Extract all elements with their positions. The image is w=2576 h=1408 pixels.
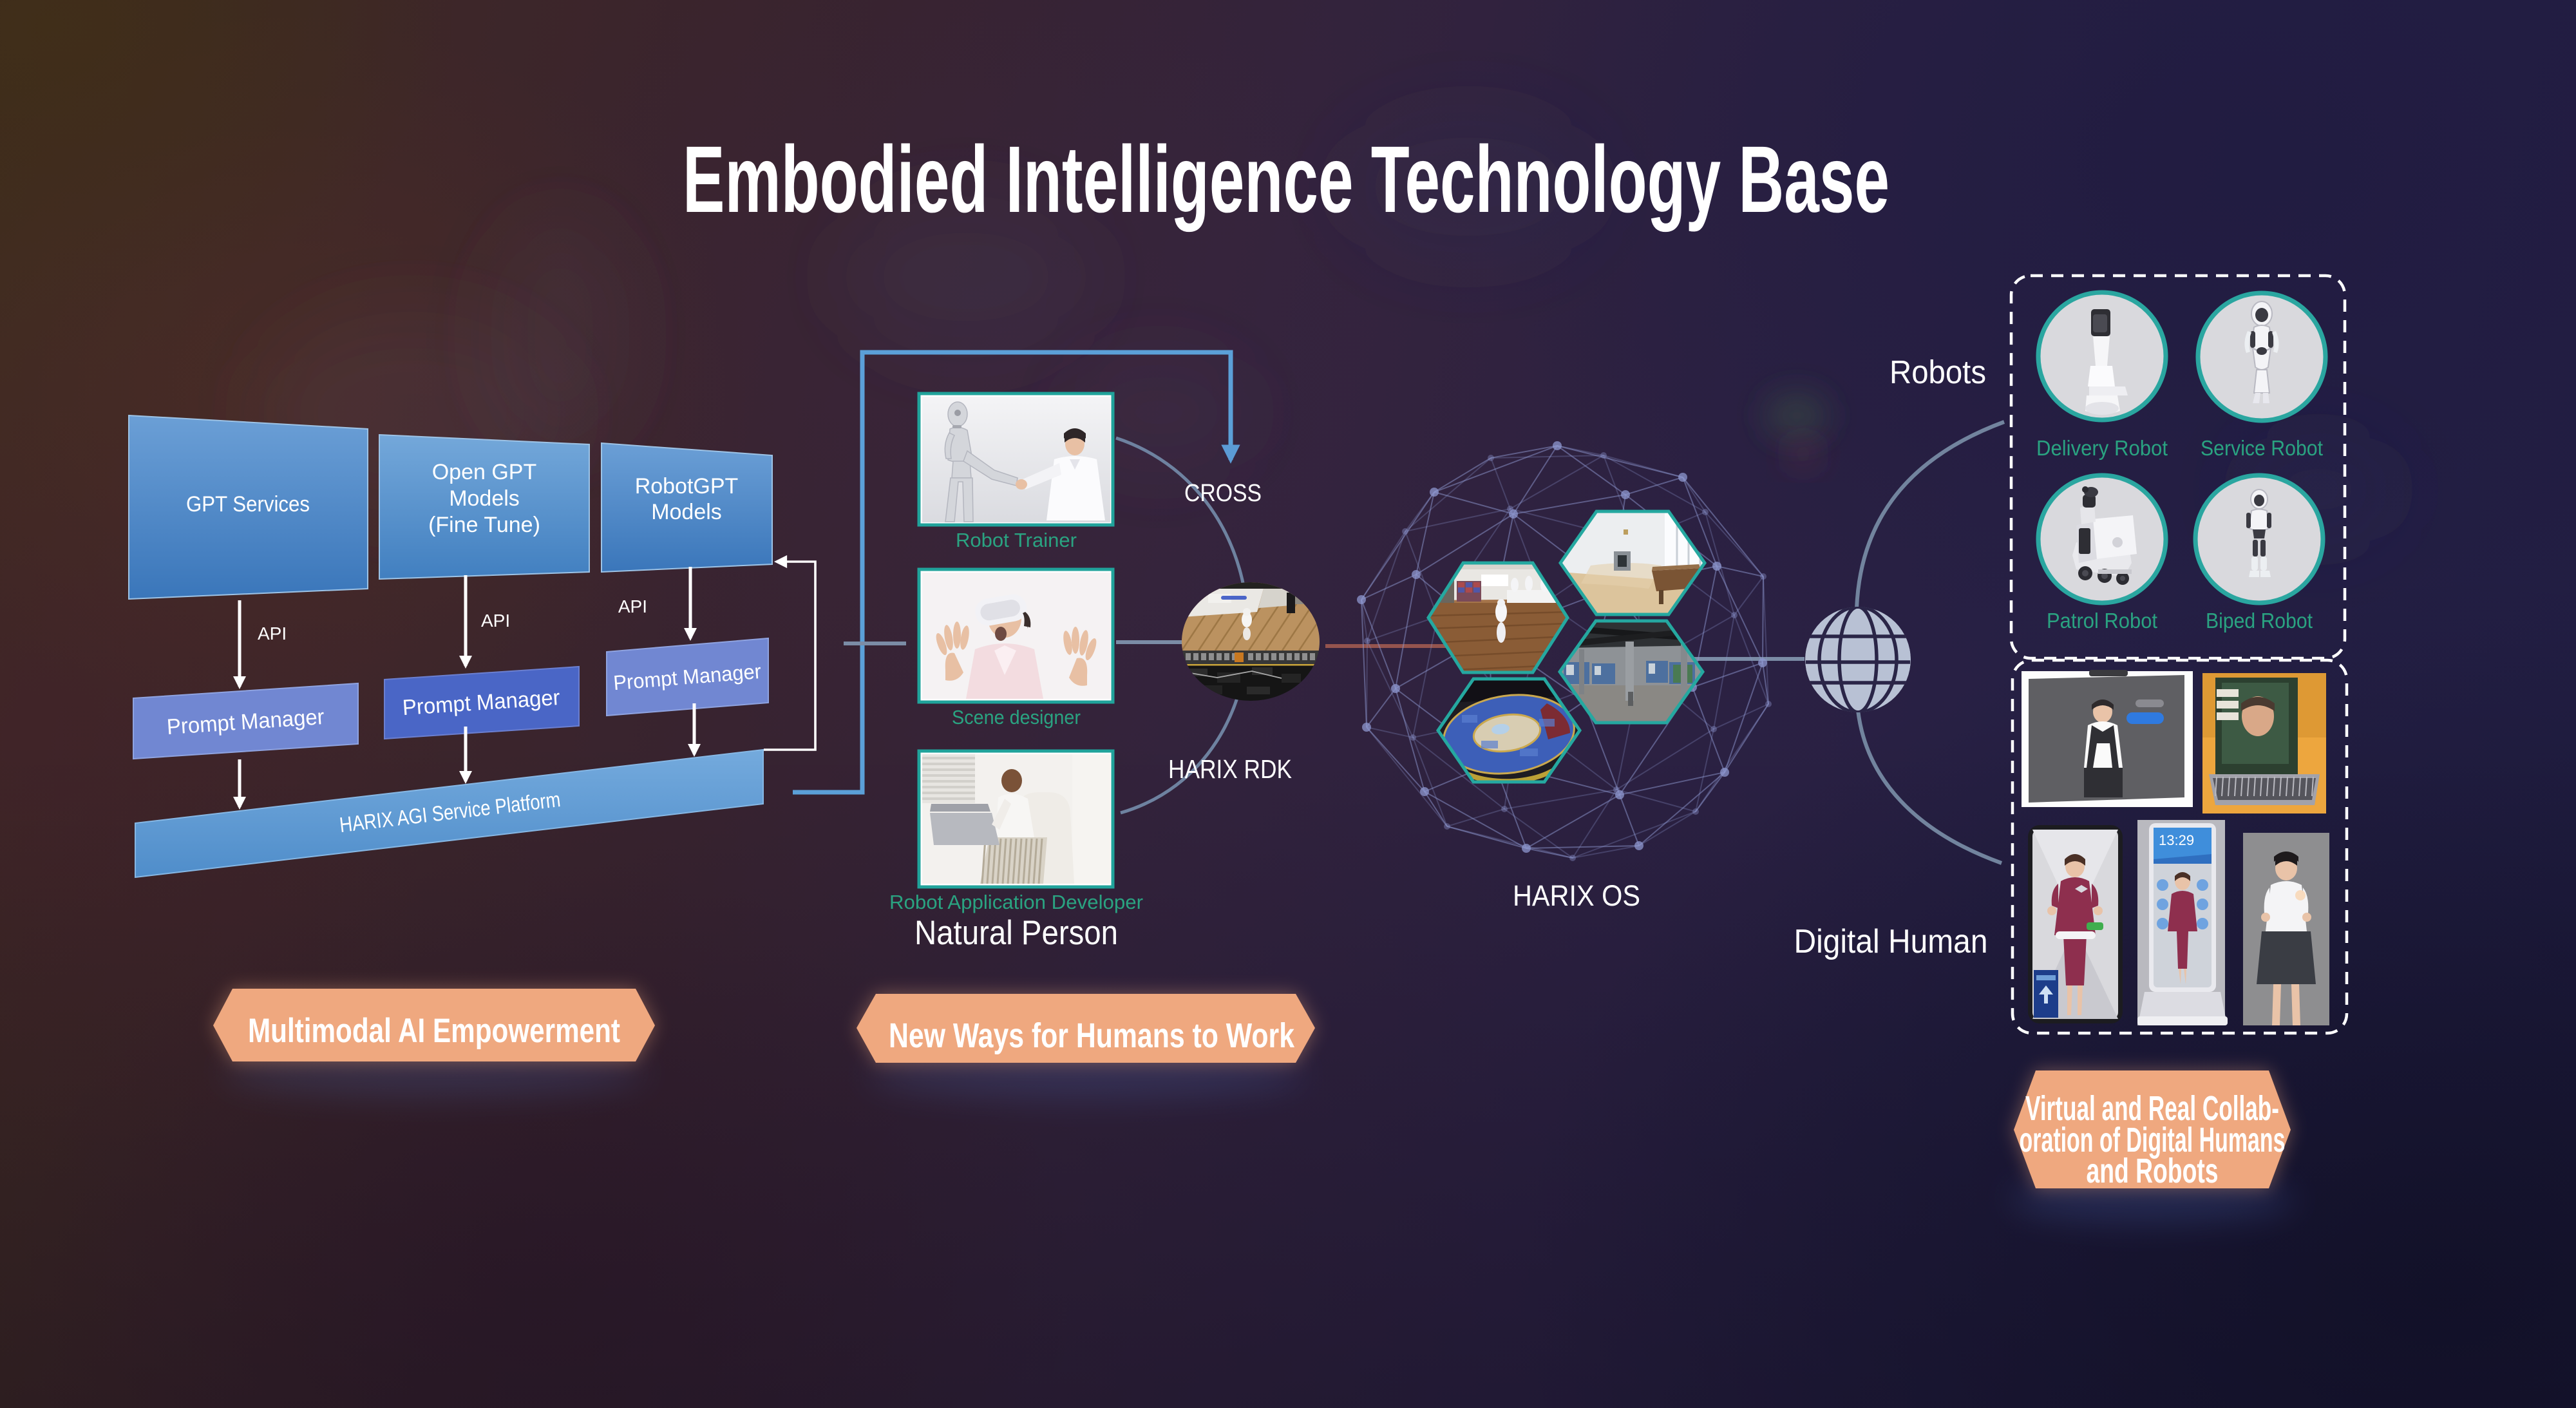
svg-text:13:29: 13:29 [2159, 832, 2194, 848]
svg-text:Embodied Intelligence Technolo: Embodied Intelligence Technology Base [683, 127, 1889, 233]
svg-text:Models: Models [651, 500, 722, 524]
svg-text:Patrol Robot: Patrol Robot [2047, 609, 2157, 633]
svg-text:API: API [481, 611, 510, 631]
svg-text:API: API [618, 596, 647, 616]
svg-text:New Ways for Humans to Work: New Ways for Humans to Work [889, 1016, 1295, 1055]
svg-text:Biped Robot: Biped Robot [2206, 609, 2313, 633]
svg-text:RobotGPT: RobotGPT [635, 474, 739, 499]
svg-text:and Robots: and Robots [2087, 1152, 2219, 1190]
svg-text:Multimodal AI Empowerment: Multimodal AI Empowerment [248, 1012, 620, 1050]
svg-text:Service Robot: Service Robot [2201, 436, 2323, 460]
svg-text:Robot Trainer: Robot Trainer [956, 529, 1077, 551]
svg-text:Virtual and Real Collab-: Virtual and Real Collab- [2025, 1089, 2279, 1128]
svg-text:Delivery Robot: Delivery Robot [2036, 436, 2168, 460]
svg-text:HARIX RDK: HARIX RDK [1168, 754, 1292, 784]
svg-text:Natural Person: Natural Person [914, 914, 1118, 952]
svg-text:Models: Models [449, 486, 520, 511]
svg-text:oration of Digital Humans: oration of Digital Humans [2020, 1121, 2286, 1159]
svg-text:HARIX OS: HARIX OS [1513, 879, 1640, 912]
svg-text:Robots: Robots [1889, 354, 1986, 390]
svg-text:API: API [258, 623, 287, 643]
svg-text:Digital Human: Digital Human [1794, 923, 1988, 960]
svg-text:Scene designer: Scene designer [952, 706, 1081, 728]
svg-text:CROSS: CROSS [1184, 480, 1262, 507]
svg-text:(Fine Tune): (Fine Tune) [428, 513, 540, 537]
svg-text:Robot Application Developer: Robot Application Developer [889, 891, 1143, 913]
svg-text:GPT Services: GPT Services [186, 492, 310, 517]
svg-text:Open GPT: Open GPT [432, 460, 537, 484]
